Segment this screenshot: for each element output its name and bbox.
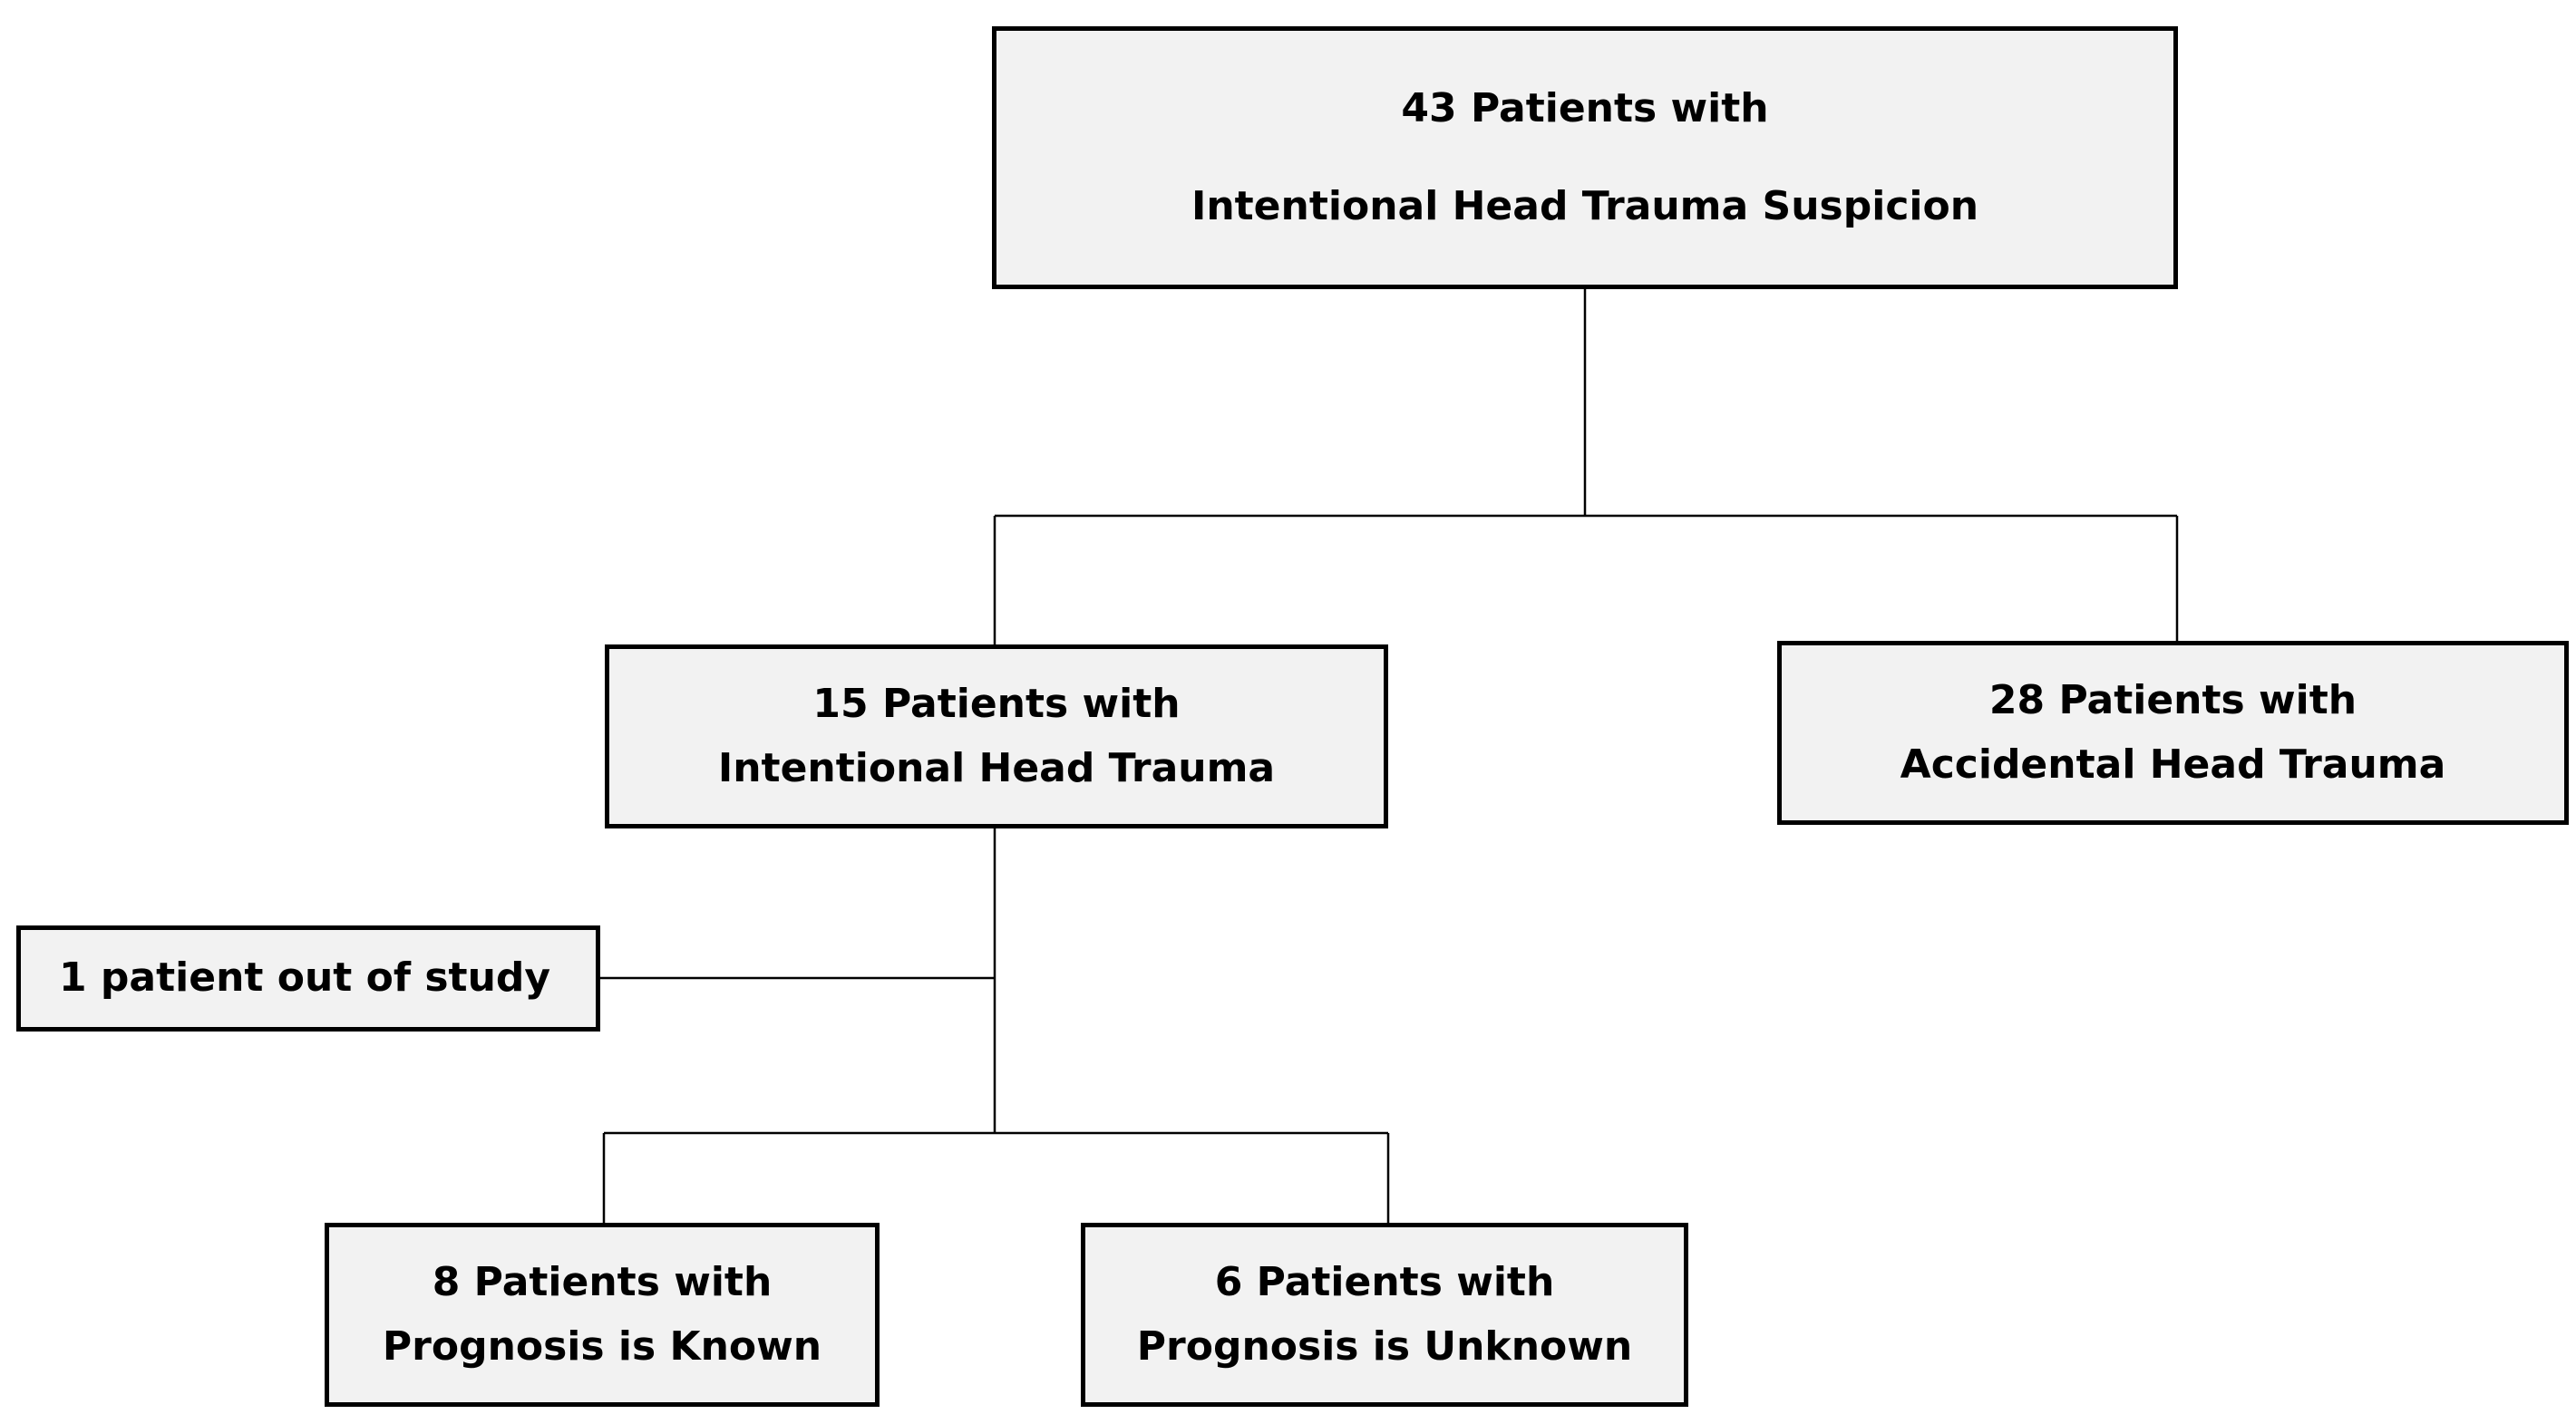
node-prognosis-unknown: 6 Patients with Prognosis is Unknown [1081, 1223, 1688, 1407]
node-prognosis-unknown-label: Prognosis is Unknown [1136, 1322, 1633, 1370]
node-prognosis-known-count: 8 Patients with [432, 1259, 773, 1306]
node-suspicion-label: Intentional Head Trauma Suspicion [1191, 183, 1979, 229]
node-out-of-study: 1 patient out of study [16, 925, 600, 1032]
node-prognosis-unknown-count: 6 Patients with [1214, 1259, 1555, 1306]
node-intentional: 15 Patients with Intentional Head Trauma [605, 644, 1388, 828]
node-suspicion-count: 43 Patients with [1401, 85, 1769, 132]
node-accidental: 28 Patients with Accidental Head Trauma [1777, 641, 2569, 825]
node-prognosis-known-label: Prognosis is Known [382, 1322, 822, 1370]
node-prognosis-known: 8 Patients with Prognosis is Known [325, 1223, 880, 1407]
node-accidental-label: Accidental Head Trauma [1900, 741, 2446, 788]
node-intentional-label: Intentional Head Trauma [717, 744, 1276, 791]
node-accidental-count: 28 Patients with [1988, 677, 2357, 724]
node-out-of-study-label: 1 patient out of study [59, 954, 551, 1002]
node-intentional-count: 15 Patients with [812, 681, 1181, 728]
node-suspicion: 43 Patients with Intentional Head Trauma… [992, 26, 2178, 289]
